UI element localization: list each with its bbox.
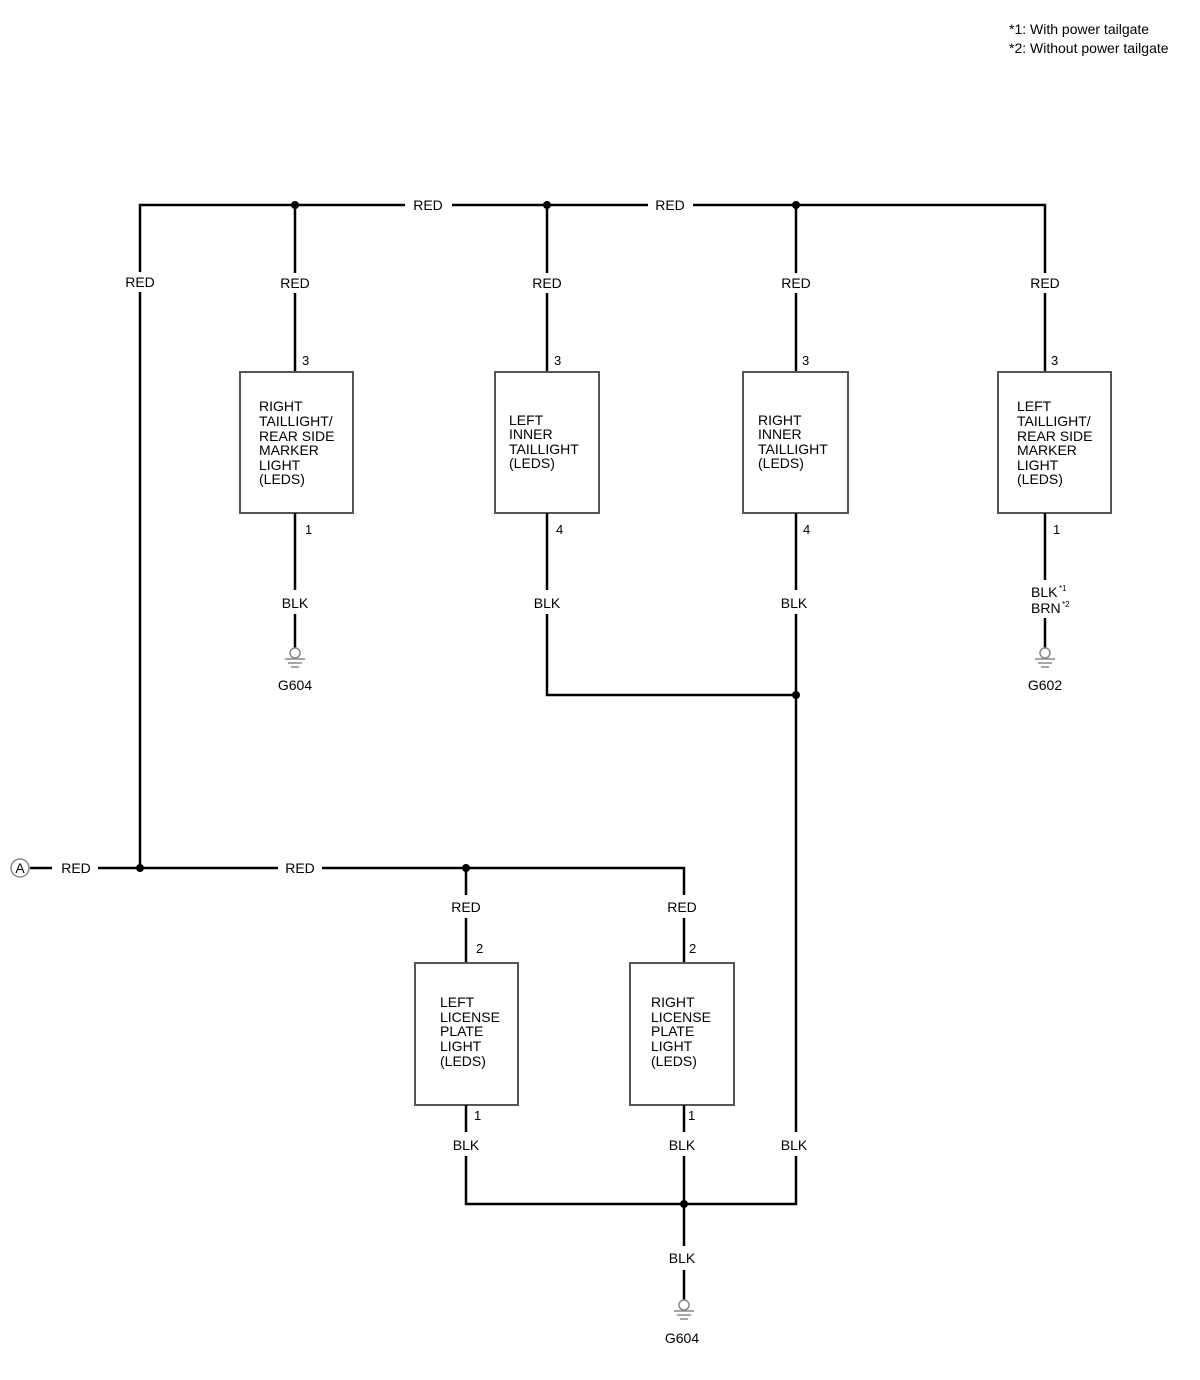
pin-number: 3 [302,353,309,368]
lower-red-bus [30,864,686,963]
component-label-line: LEFT [509,412,544,428]
pin-number: 1 [688,1108,695,1123]
component-label-line: MARKER [1017,442,1077,458]
wire-label-blk: BLK [669,1250,696,1266]
ground-symbol-icon [285,647,305,668]
connector-a-label: A [15,860,25,876]
right-taillight-component: RIGHT TAILLIGHT/ REAR SIDE MARKER LIGHT … [239,371,354,514]
ground-symbol-icon [1035,647,1055,668]
upper-return-wires [293,513,1047,1206]
component-label-line: RIGHT [651,994,695,1010]
wire-label-blk: BLK [534,595,561,611]
pin-number: 3 [802,353,809,368]
wire-label-brn: BRN [1031,600,1061,616]
component-label-line: TAILLIGHT [758,441,828,457]
right-inner-taillight-component: RIGHT INNER TAILLIGHT (LEDS) [742,371,849,514]
component-label-line: LIGHT [259,457,301,473]
wire-label-red: RED [413,197,443,213]
component-label-line: REAR SIDE [1017,428,1092,444]
connector-a: A [10,858,30,878]
component-label-line: (LEDS) [758,455,804,471]
component-label-line: PLATE [440,1023,483,1039]
pin-number: 3 [554,353,561,368]
pin-number: 1 [305,522,312,537]
component-label-line: (LEDS) [651,1053,697,1069]
ground-label: G604 [665,1330,699,1346]
wire-label-red: RED [125,274,155,290]
component-label-line: LICENSE [440,1009,500,1025]
wire-label-blk: BLK [1031,584,1058,600]
pin-number: 2 [689,941,696,956]
footnote-marker: *2 [1062,600,1070,609]
component-label-line: (LEDS) [440,1053,486,1069]
footnote-1: *1: With power tailgate [1009,21,1150,37]
wire-label-blk: BLK [282,595,309,611]
ground-symbol-icon [674,1299,694,1320]
pin-number: 4 [803,522,810,537]
wire-label-red: RED [280,275,310,291]
wire-label-red: RED [451,899,481,915]
component-label-line: LEFT [1017,398,1052,414]
component-label-line: LEFT [440,994,475,1010]
component-label-line: LICENSE [651,1009,711,1025]
pin-number: 3 [1051,353,1058,368]
component-label-line: (LEDS) [1017,471,1063,487]
component-label-line: LIGHT [440,1038,482,1054]
wire-label-red: RED [61,860,91,876]
component-label-line: RIGHT [758,412,802,428]
right-license-plate-light-component: RIGHT LICENSE PLATE LIGHT (LEDS) [629,962,735,1106]
component-label-line: INNER [758,426,802,442]
wire-label-blk-brn: BLK *1 BRN *2 [1031,584,1070,616]
left-taillight-component: LEFT TAILLIGHT/ REAR SIDE MARKER LIGHT (… [997,371,1112,514]
component-label-line: LIGHT [1017,457,1059,473]
pin-number: 4 [556,522,563,537]
wire-label-red: RED [667,899,697,915]
wire-label-blk: BLK [453,1137,480,1153]
wire-label-red: RED [655,197,685,213]
wire-label-blk: BLK [669,1137,696,1153]
left-inner-taillight-component: LEFT INNER TAILLIGHT (LEDS) [494,371,600,514]
component-label-line: TAILLIGHT/ [259,413,333,429]
wire-label-red: RED [1030,275,1060,291]
ground-label: G602 [1028,677,1062,693]
component-label-line: REAR SIDE [259,428,334,444]
pin-number: 2 [476,941,483,956]
left-license-plate-light-component: LEFT LICENSE PLATE LIGHT (LEDS) [414,962,519,1106]
footnote-marker: *1 [1059,584,1067,593]
wire-label-blk: BLK [781,595,808,611]
pin-number: 1 [474,1108,481,1123]
ground-label: G604 [278,677,312,693]
wire-label-red: RED [532,275,562,291]
component-label-line: INNER [509,426,553,442]
top-red-bus [138,201,1047,868]
component-label-line: MARKER [259,442,319,458]
component-label-line: (LEDS) [259,471,305,487]
pin-number: 1 [1053,522,1060,537]
wire-label-red: RED [285,860,315,876]
footnote-2: *2: Without power tailgate [1009,40,1169,56]
wire-label-red: RED [781,275,811,291]
component-label-line: TAILLIGHT/ [1017,413,1091,429]
footnotes: *1: With power tailgate *2: Without powe… [1009,20,1169,58]
component-label-line: PLATE [651,1023,694,1039]
component-label-line: (LEDS) [509,455,555,471]
label-backgrounds [122,272,1065,293]
component-label-line: LIGHT [651,1038,693,1054]
lower-return-wires [464,1105,688,1300]
wire-label-blk: BLK [781,1137,808,1153]
component-label-line: TAILLIGHT [509,441,579,457]
component-label-line: RIGHT [259,398,303,414]
